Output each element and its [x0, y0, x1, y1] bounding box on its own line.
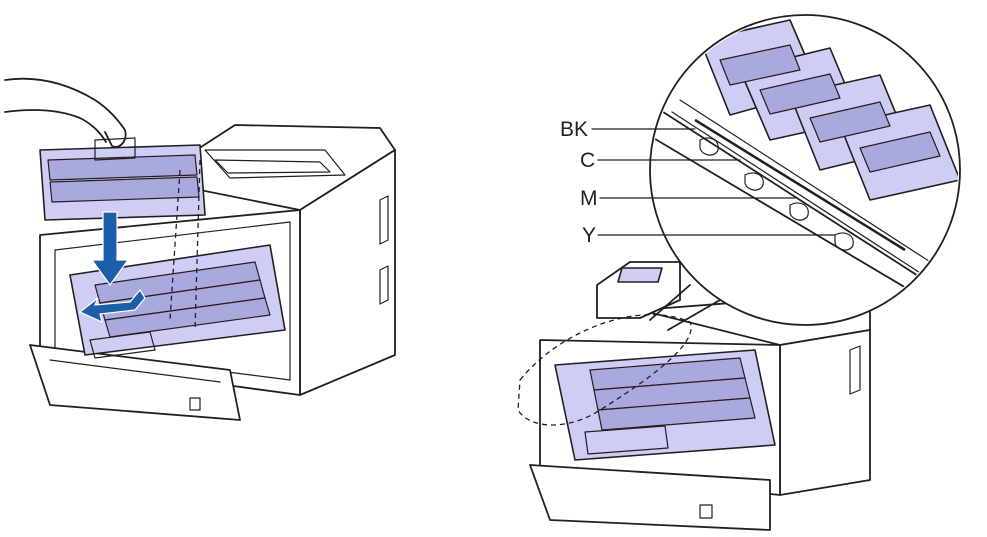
push-down-arrow-icon [90, 211, 130, 287]
slide-in-arrow-icon [78, 288, 146, 324]
label-m: M [580, 187, 598, 210]
color-labels: BK C M Y [560, 118, 836, 247]
hand-icon [4, 77, 127, 148]
label-c: C [580, 149, 595, 172]
label-bk: BK [560, 118, 588, 141]
left-printer-illustration [4, 77, 396, 421]
right-printer-illustration [517, 261, 871, 531]
magnified-callout [649, 14, 961, 326]
label-y: Y [582, 224, 596, 247]
